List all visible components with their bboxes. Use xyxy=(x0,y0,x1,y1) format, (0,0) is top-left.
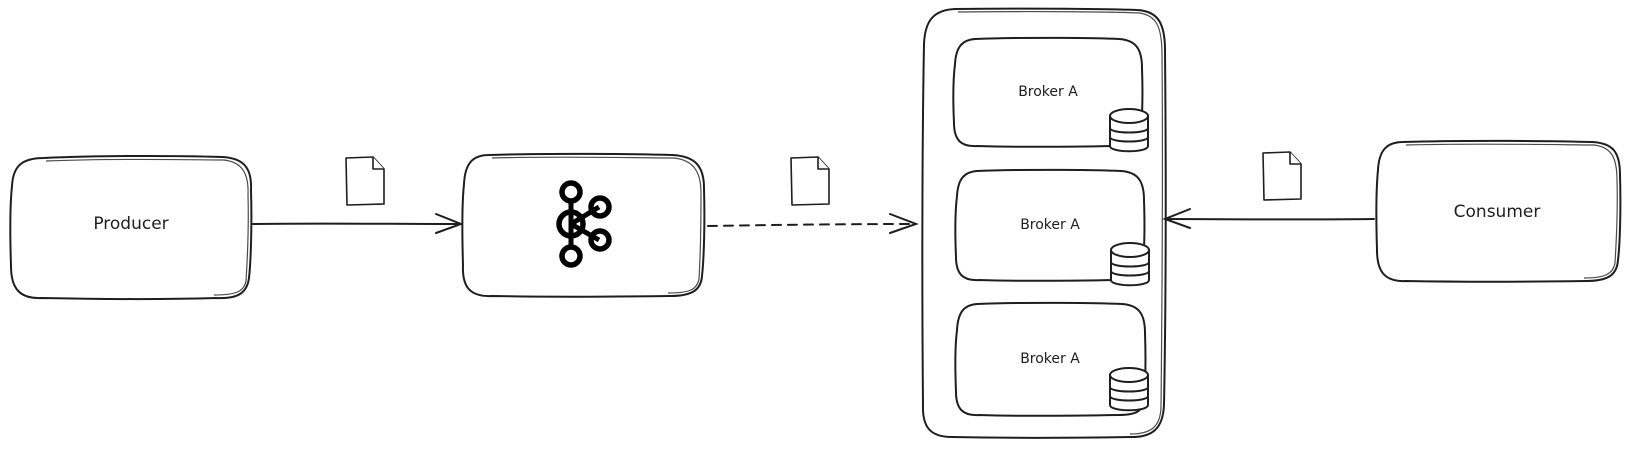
database-icon xyxy=(1109,367,1149,412)
arrowhead xyxy=(889,213,919,234)
arrowhead xyxy=(435,213,464,234)
broker-3[interactable]: Broker A xyxy=(954,301,1149,417)
database-icon xyxy=(1109,108,1149,153)
document-icon xyxy=(790,156,830,206)
broker-label: Broker A xyxy=(1020,217,1080,233)
producer-node[interactable]: Producer xyxy=(9,155,253,301)
broker-label: Broker A xyxy=(1018,84,1078,100)
edge-producer-to-kafka xyxy=(252,213,464,234)
consumer-node[interactable]: Consumer xyxy=(1375,139,1622,283)
consumer-label: Consumer xyxy=(1454,202,1541,222)
arrowhead xyxy=(1162,208,1191,229)
edge-consumer-to-cluster xyxy=(1162,208,1375,229)
kafka-node[interactable] xyxy=(461,152,706,298)
edge-kafka-to-cluster xyxy=(707,213,919,234)
kafka-icon xyxy=(556,180,612,268)
edge-line xyxy=(707,223,915,227)
document-icon xyxy=(345,156,385,206)
broker-cluster[interactable]: Broker A Broker A Broker A xyxy=(921,7,1167,439)
document-icon xyxy=(1262,151,1302,201)
broker-2[interactable]: Broker A xyxy=(954,168,1150,287)
producer-label: Producer xyxy=(93,214,168,234)
broker-1[interactable]: Broker A xyxy=(952,36,1149,153)
database-icon xyxy=(1110,242,1150,287)
broker-label: Broker A xyxy=(1020,351,1080,367)
